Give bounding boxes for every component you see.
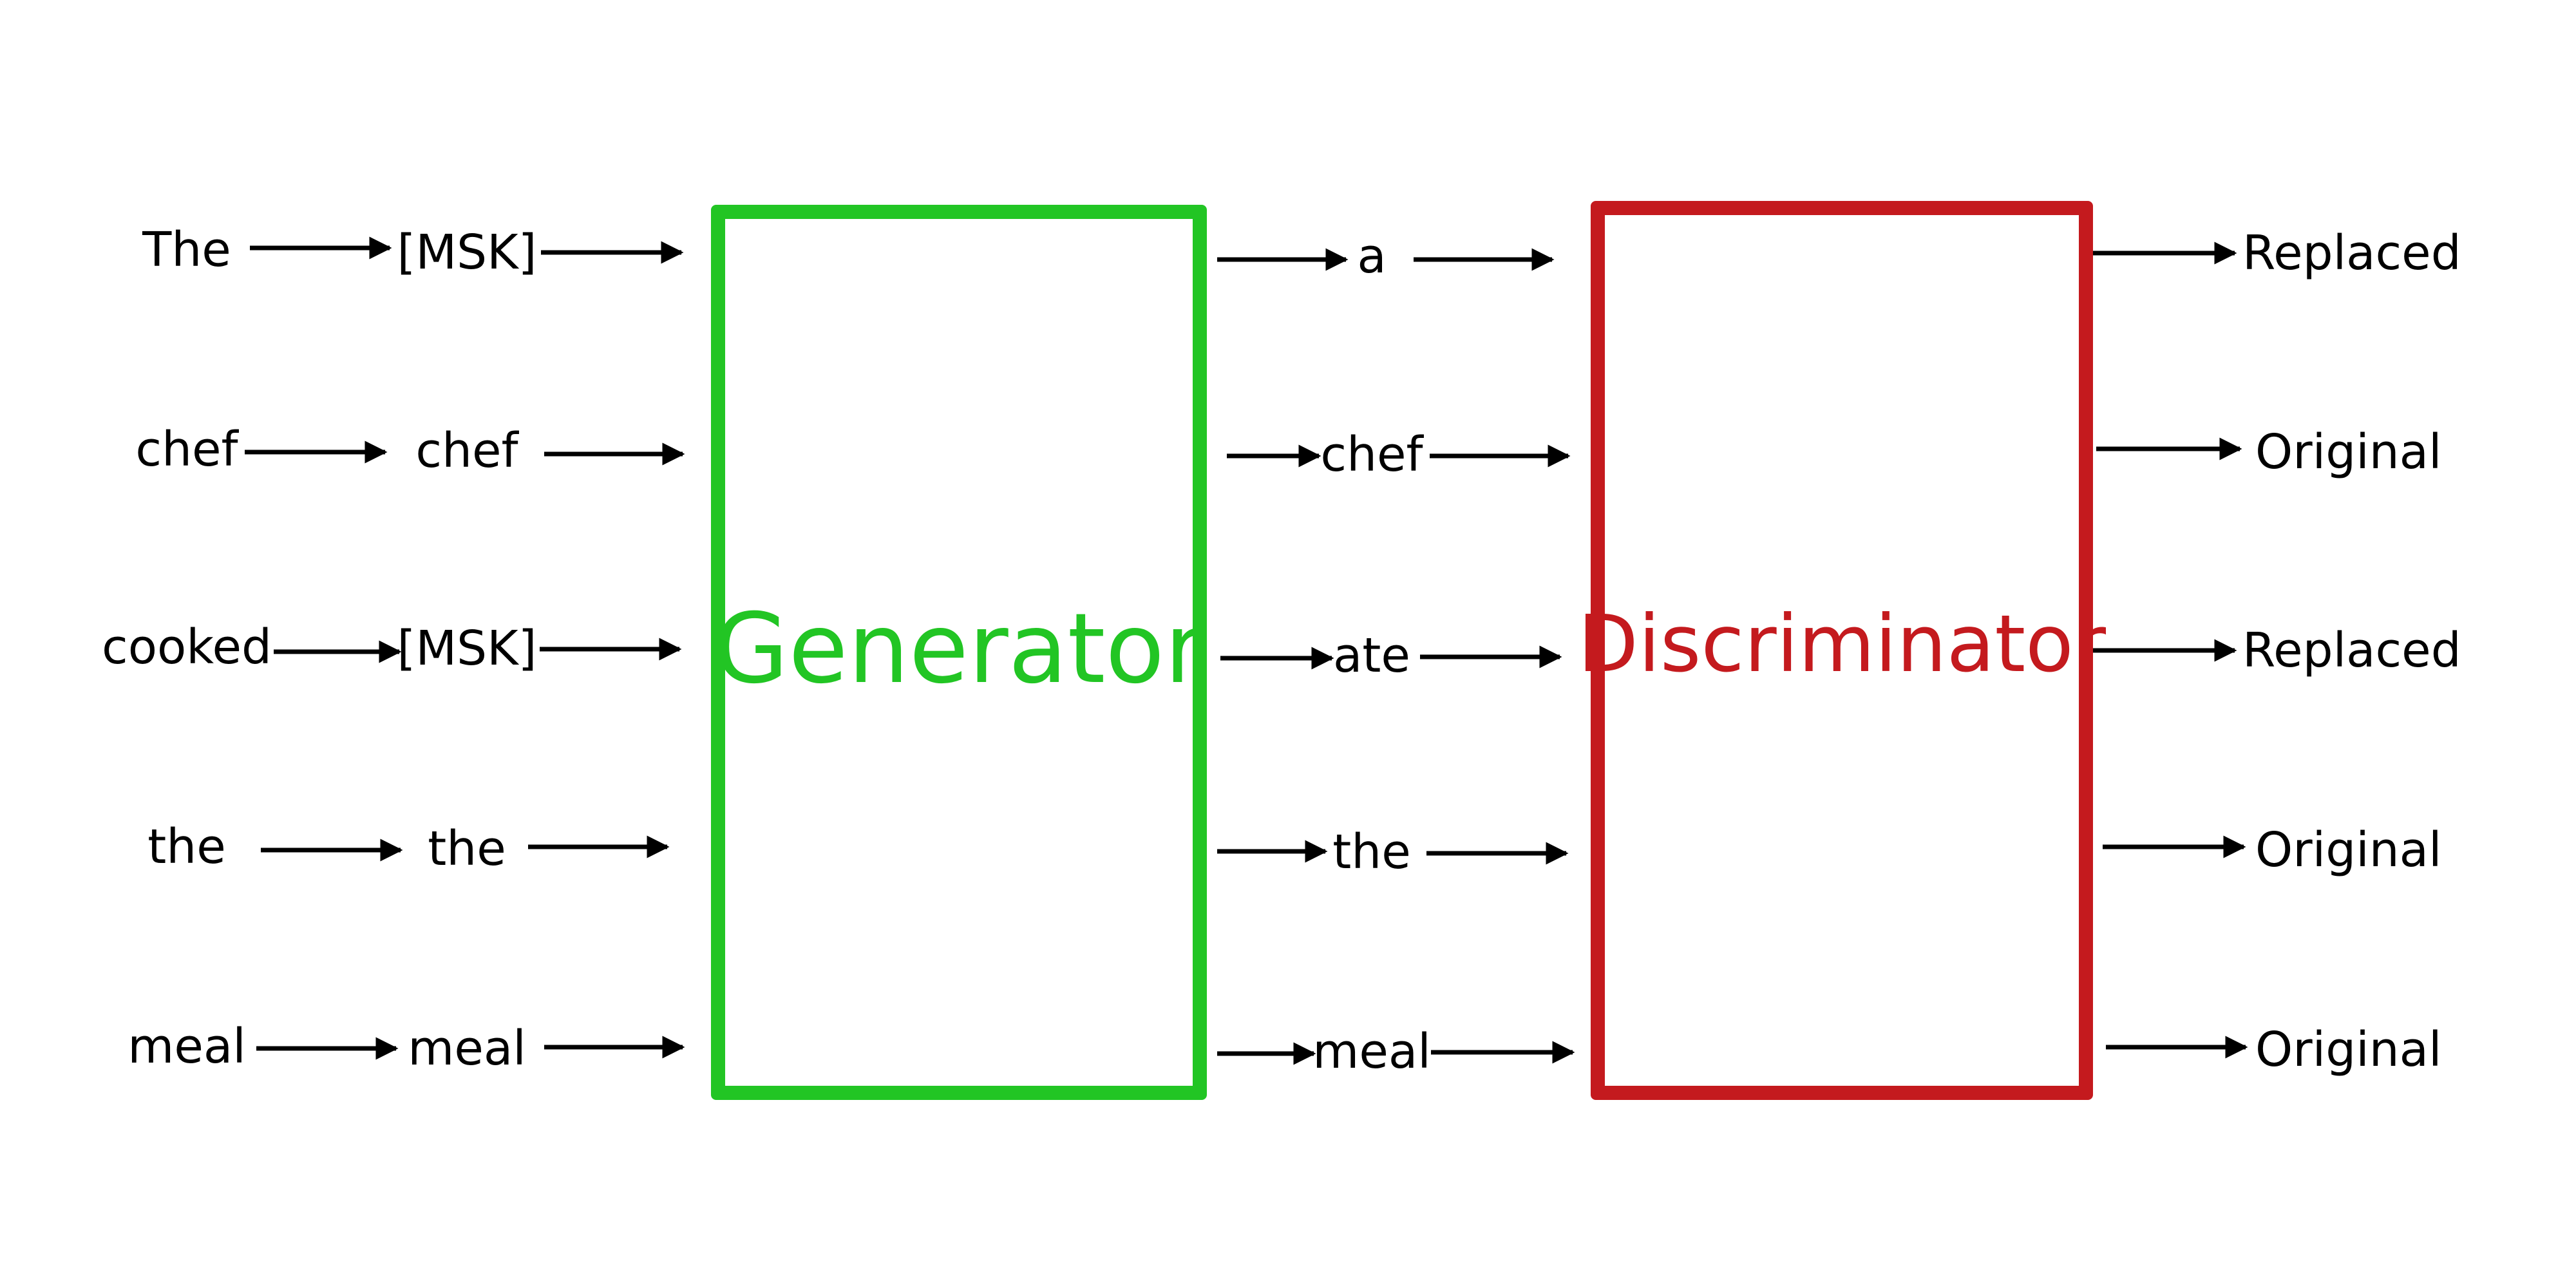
prediction-label: Replaced: [2242, 225, 2461, 281]
generator-box: [711, 205, 1207, 1100]
prediction-label: Replaced: [2242, 623, 2461, 678]
generated-token: meal: [1312, 1024, 1431, 1079]
masked-token: meal: [408, 1021, 526, 1076]
masked-token: chef: [415, 423, 518, 478]
input-token: chef: [135, 422, 238, 477]
generator-label: Generator: [714, 593, 1204, 705]
masked-token: the: [428, 821, 506, 876]
discriminator-box: [1591, 201, 2093, 1100]
prediction-label: Original: [2255, 424, 2442, 480]
generated-token: chef: [1320, 427, 1423, 482]
input-token: cooked: [102, 620, 272, 675]
input-token: The: [142, 222, 231, 278]
prediction-label: Original: [2255, 822, 2442, 878]
generated-token: a: [1357, 229, 1387, 284]
masked-token: [MSK]: [397, 621, 537, 676]
generated-token: the: [1332, 824, 1411, 880]
discriminator-label: Discriminator: [1578, 598, 2106, 690]
input-token: meal: [128, 1019, 246, 1074]
prediction-label: Original: [2255, 1022, 2442, 1077]
generated-token: ate: [1333, 628, 1410, 683]
input-token: the: [147, 819, 226, 875]
masked-token: [MSK]: [397, 225, 537, 280]
